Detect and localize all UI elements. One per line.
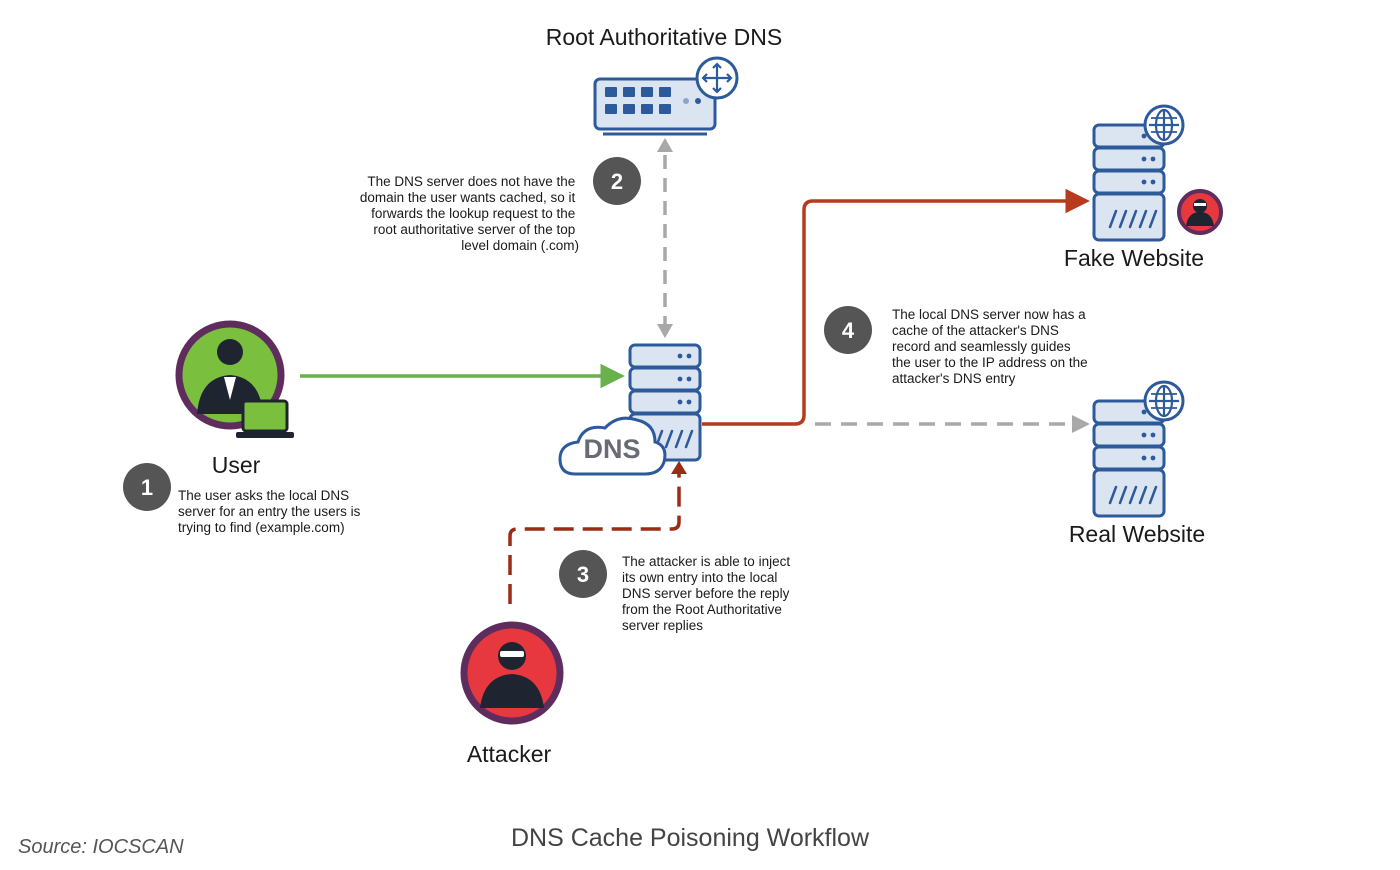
figure-caption: DNS Cache Poisoning Workflow [510,824,870,852]
fake-website-server-icon [1092,104,1185,242]
attacker-label: Attacker [467,741,552,767]
dns-top-arrowhead [657,324,673,338]
attacker-to-dns-dashed-connector [508,474,681,604]
attacker-badge-icon [1177,189,1223,235]
real-website-server-icon [1092,380,1185,518]
local-dns-server-icon [558,343,702,476]
root-dns-switch-icon [593,56,739,136]
step-3-badge: 3 [559,550,607,598]
svg-text:2: 2 [611,169,623,194]
dns-to-fake-website-arrow [702,188,1090,426]
user-label: User [212,452,261,478]
attacker-avatar-icon [460,621,564,725]
step-4-description: The local DNS server now has a cache of … [892,307,1091,386]
real-website-label: Real Website [1069,521,1205,547]
svg-text:3: 3 [577,562,589,587]
svg-text:4: 4 [842,318,855,343]
step-1-description: The user asks the local DNS server for a… [178,488,364,535]
dns-cloud-label: DNS [583,434,640,464]
root-dns-label: Root Authoritative DNS [546,24,783,50]
attacker-dns-arrowhead [671,461,687,474]
fake-website-label: Fake Website [1064,245,1204,271]
svg-text:1: 1 [141,475,153,500]
step-3-description: The attacker is able to inject its own e… [622,554,794,633]
step-2-badge: 2 [593,157,641,205]
root-arrowhead [657,138,673,152]
real-website-arrowhead [1072,415,1090,433]
source-credit: Source: IOCSCAN [18,836,184,858]
step-2-description: The DNS server does not have the domain … [360,174,579,253]
laptop-icon [236,399,294,438]
step-4-badge: 4 [824,306,872,354]
step-1-badge: 1 [123,463,171,511]
